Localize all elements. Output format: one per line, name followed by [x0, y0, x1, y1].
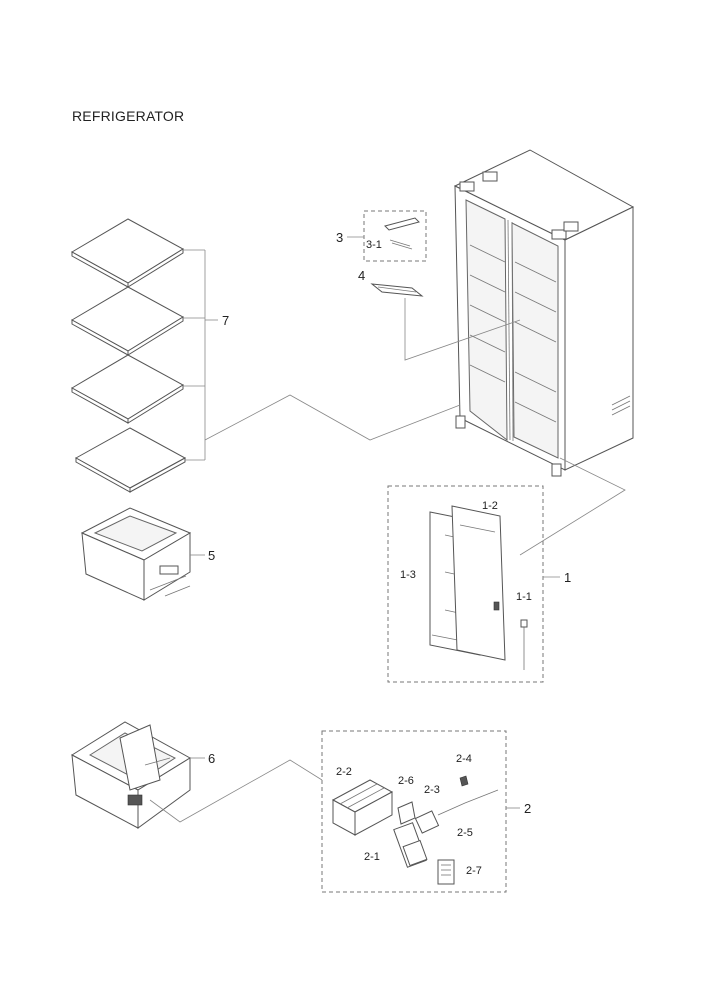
part-2-5-water-line[interactable]: [437, 789, 499, 816]
part-6-freezer-drawer[interactable]: [70, 721, 191, 829]
callout-2-3: 2-3: [424, 784, 440, 796]
leader-7: [204, 394, 461, 441]
part-2-4-clip[interactable]: [459, 775, 469, 787]
callout-2: 2: [524, 801, 531, 816]
leader-4: [404, 298, 521, 361]
part-5-crisper-drawer[interactable]: [80, 507, 192, 601]
callout-4: 4: [358, 268, 365, 283]
part-2-1-filter[interactable]: [393, 822, 428, 868]
part-4-rail[interactable]: [370, 283, 424, 297]
part-3-group-box: [363, 210, 427, 262]
callout-2-4: 2-4: [456, 753, 472, 765]
callout-2-5: 2-5: [457, 827, 473, 839]
callout-3: 3: [336, 230, 343, 245]
refrigerator-cabinet[interactable]: [453, 149, 635, 477]
part-1-group-box: [387, 485, 544, 683]
leader-6: [149, 759, 323, 823]
part-2-7-module[interactable]: [437, 859, 455, 885]
callout-1: 1: [564, 570, 571, 585]
callout-6: 6: [208, 751, 215, 766]
leader-1: [519, 457, 626, 556]
shelf-1: [70, 218, 184, 288]
callout-7: 7: [222, 313, 229, 328]
page-title: REFRIGERATOR: [72, 108, 185, 124]
part-2-3-motor[interactable]: [414, 810, 440, 834]
part-1-2-duct-panel[interactable]: [451, 505, 506, 661]
callout-5: 5: [208, 548, 215, 563]
part-2-2-ice-tray[interactable]: [331, 779, 394, 836]
shelf-2: [70, 286, 184, 356]
callout-1-1: 1-1: [516, 591, 532, 603]
callout-2-7: 2-7: [466, 865, 482, 877]
callout-2-1: 2-1: [364, 851, 380, 863]
part-7-shelves[interactable]: [70, 218, 187, 493]
shelf-4: [74, 427, 187, 493]
callout-1-2: 1-2: [482, 500, 498, 512]
part-3-cover[interactable]: [384, 217, 420, 250]
callout-1-3: 1-3: [400, 569, 416, 581]
part-2-6-bracket[interactable]: [397, 801, 416, 825]
callout-3-1: 3-1: [366, 239, 382, 251]
callout-2-2: 2-2: [336, 766, 352, 778]
part-1-1-sensor[interactable]: [520, 619, 528, 670]
shelf-3: [70, 354, 184, 424]
part-2-group-box: [321, 730, 507, 893]
callout-2-6: 2-6: [398, 775, 414, 787]
